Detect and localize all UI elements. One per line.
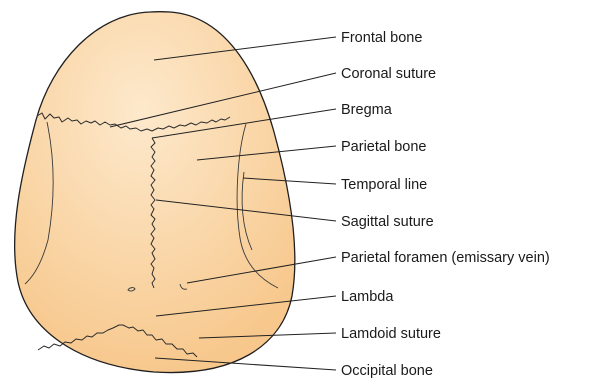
label-lambda: Lambda xyxy=(341,289,394,305)
label-frontal-bone: Frontal bone xyxy=(341,30,422,46)
label-lamdoid-suture: Lamdoid suture xyxy=(341,326,441,342)
label-coronal-suture: Coronal suture xyxy=(341,66,436,82)
label-temporal-line: Temporal line xyxy=(341,177,427,193)
skull-outline xyxy=(15,12,295,373)
label-parietal-foramen: Parietal foramen (emissary vein) xyxy=(341,250,550,266)
label-sagittal-suture: Sagittal suture xyxy=(341,214,434,230)
label-occipital-bone: Occipital bone xyxy=(341,363,433,379)
label-bregma: Bregma xyxy=(341,102,393,118)
label-parietal-bone: Parietal bone xyxy=(341,139,426,155)
